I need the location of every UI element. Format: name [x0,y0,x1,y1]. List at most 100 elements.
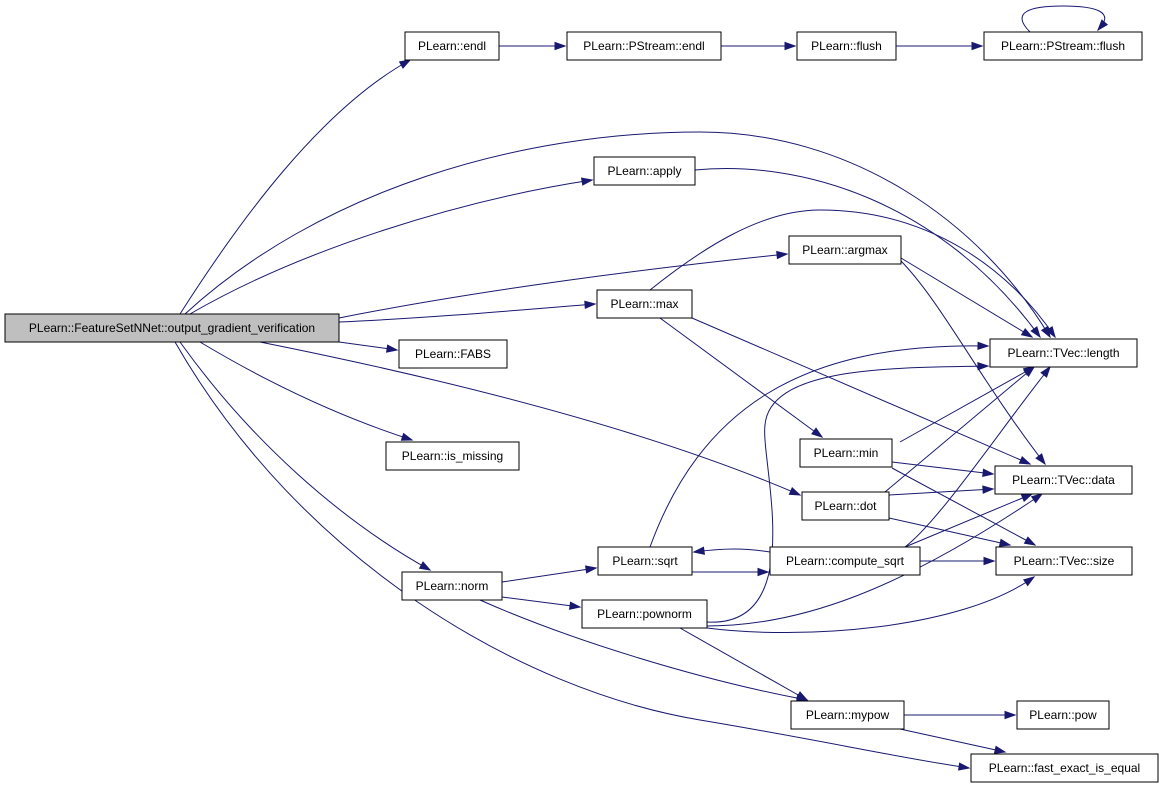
node-sqrt[interactable]: PLearn::sqrt [597,546,693,576]
edge-line [693,548,771,553]
arrowhead-icon [1004,710,1017,720]
arrowhead-icon [982,468,995,477]
node-is-missing[interactable]: PLearn::is_missing [385,441,520,471]
arrowhead-icon [554,41,567,51]
edge-endl-to-pstream_endl [499,41,567,51]
edge-min-to-length [899,366,1036,443]
arrowhead-icon [958,762,971,771]
arrowhead-icon [982,485,995,494]
node-pow[interactable]: PLearn::pow [1016,700,1110,730]
node-box [593,156,696,186]
node-box [799,438,893,468]
node-mypow[interactable]: PLearn::mypow [790,700,905,730]
node-box [401,571,503,601]
edge-compute_sqrt-to-data [904,493,1034,548]
node-pownorm[interactable]: PLearn::pownorm [581,599,708,629]
edge-line [179,59,411,315]
arrowhead-icon [585,565,598,574]
node-label: PLearn::pownorm [597,607,692,621]
arrowhead-icon [418,561,432,571]
node-pstream-endl[interactable]: PLearn::PStream::endl [566,31,722,61]
node-box [4,313,340,343]
edge-line [501,596,581,608]
node-label: PLearn::norm [416,579,489,593]
node-flush[interactable]: PLearn::flush [796,31,897,61]
node-label: PLearn::flush [811,39,882,53]
arrowhead-icon [400,432,414,441]
node-dot[interactable]: PLearn::dot [801,491,890,521]
arrowhead-icon [1030,493,1044,504]
edge-mypow-to-fast_exact [899,728,1007,754]
node-label: PLearn::TVec::size [1014,554,1115,568]
edge-root-to-max [338,300,597,323]
edge-pstream_endl-to-flush [721,41,797,51]
arrowhead-icon [983,556,996,566]
node-box [597,546,693,576]
edge-pownorm-to-mypow [679,627,809,701]
node-compute-sqrt[interactable]: PLearn::compute_sqrt [769,546,921,576]
node-root[interactable]: PLearn::FeatureSetNNet::output_gradient_… [4,313,340,343]
arrowhead-icon [795,691,809,701]
node-norm[interactable]: PLearn::norm [401,571,503,601]
node-box [1016,700,1110,730]
node-length[interactable]: PLearn::TVec::length [989,338,1138,368]
edge-compute_sqrt-to-sqrt [692,546,771,555]
node-box [769,546,921,576]
node-size[interactable]: PLearn::TVec::size [995,546,1133,576]
arrowhead-icon [971,41,984,51]
node-min[interactable]: PLearn::min [799,438,893,468]
node-label: PLearn::FeatureSetNNet::output_gradient_… [29,321,315,335]
edge-mypow-to-pow [904,710,1017,720]
edge-line [706,576,1035,634]
edge-apply-to-length [694,168,1041,339]
node-label: PLearn::TVec::data [1012,473,1115,487]
edge-root-to-norm [179,341,432,571]
edge-min-to-data [891,461,995,477]
node-max[interactable]: PLearn::max [596,289,693,319]
edge-line [1021,5,1106,33]
node-endl[interactable]: PLearn::endl [404,31,500,61]
node-fabs[interactable]: PLearn::FABS [398,339,508,369]
arrowhead-icon [1023,366,1036,377]
edge-line [649,345,989,548]
arrowhead-icon [977,341,990,350]
edge-norm-to-pownorm [501,596,582,610]
node-label: PLearn::FABS [415,347,491,361]
node-box [404,31,500,61]
arrowhead-icon [1045,325,1056,339]
edge-sqrt-to-length [649,341,990,548]
edge-line [179,341,431,571]
edge-line [899,728,1006,753]
node-label: PLearn::pow [1029,708,1097,722]
node-apply[interactable]: PLearn::apply [593,156,696,186]
edge-root-to-endl [179,59,412,315]
edge-line [199,341,413,441]
node-label: PLearn::PStream::endl [583,39,704,53]
arrowhead-icon [584,300,597,310]
edge-line [649,209,1056,338]
node-label: PLearn::PStream::flush [1001,39,1125,53]
node-argmax[interactable]: PLearn::argmax [788,235,902,265]
edge-line [900,257,1033,338]
edge-line [189,179,593,315]
edge-pstream_flush-to-pstream_flush [1021,5,1109,33]
edge-root-to-fast_exact [174,341,971,771]
edge-line [184,131,1051,338]
arrowhead-icon [1020,493,1034,502]
edge-line [174,341,970,769]
edge-dot-to-length [884,366,1036,493]
edge-compute_sqrt-to-length [904,365,1051,548]
node-fast-exact[interactable]: PLearn::fast_exact_is_equal [970,753,1159,783]
node-data[interactable]: PLearn::TVec::data [994,465,1133,495]
node-label: PLearn::dot [814,499,877,513]
node-box [581,599,708,629]
node-box [796,31,897,61]
edge-root-to-apply [189,177,594,315]
arrowhead-icon [811,427,824,438]
edge-line [706,365,989,623]
arrowhead-icon [1020,327,1034,338]
edge-line [338,303,596,323]
arrowhead-icon [776,250,789,260]
node-pstream-flush[interactable]: PLearn::PStream::flush [983,31,1143,61]
